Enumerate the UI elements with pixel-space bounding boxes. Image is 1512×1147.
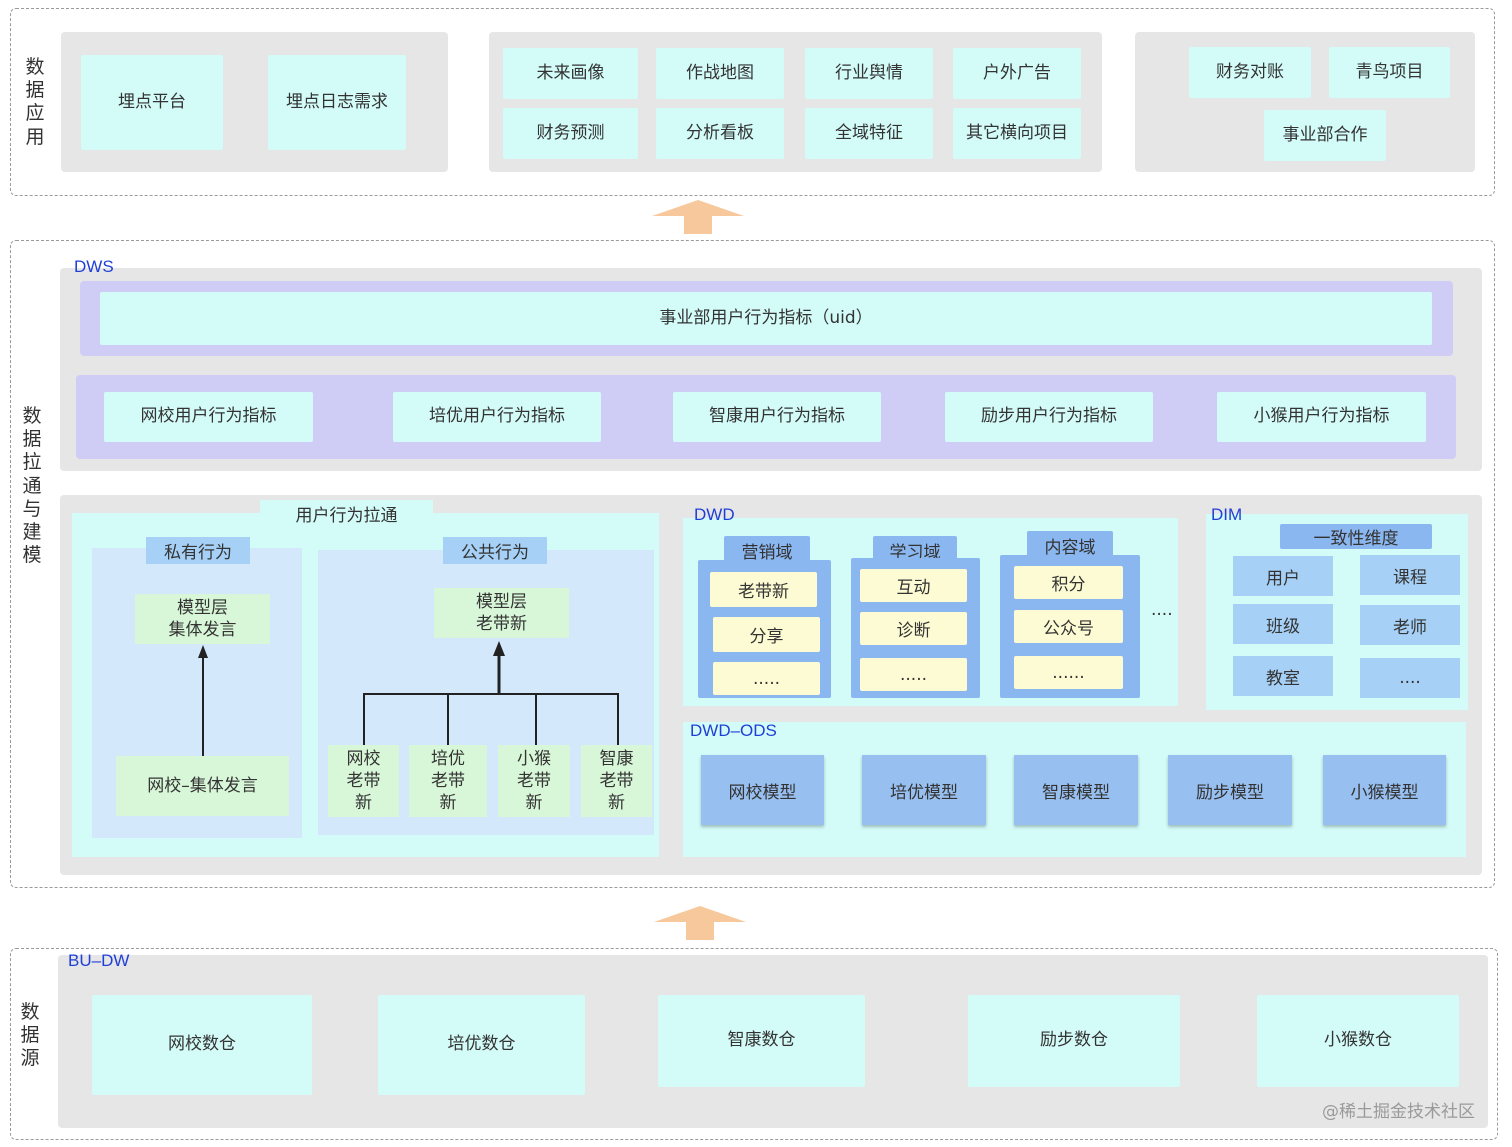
dwd-domain-item: ..... [713, 662, 820, 695]
source-layer-label: 数据源 [20, 1001, 40, 1070]
behavior-title: 用户行为拉通 [260, 500, 433, 526]
app-item: 其它横向项目 [953, 108, 1081, 159]
dws-metric: 网校用户行为指标 [104, 392, 313, 442]
dws-metric: 培优用户行为指标 [393, 392, 601, 442]
app-item: 财务对账 [1189, 47, 1311, 98]
private-behavior-title: 私有行为 [146, 537, 250, 564]
public-behavior-title: 公共行为 [443, 537, 547, 564]
public-model-node: 模型层 老带新 [434, 588, 569, 638]
dwd-domain-item: ..... [860, 658, 967, 691]
ods-model: 培优模型 [862, 755, 986, 825]
data-warehouse: 小猴数仓 [1257, 995, 1459, 1087]
app-item: 作战地图 [656, 48, 784, 99]
app-item: 青鸟项目 [1329, 47, 1450, 98]
public-source-node: 网校 老带 新 [328, 745, 399, 817]
dwd-domain-title: 营销域 [724, 536, 810, 564]
dwd-domain-item: 分享 [713, 617, 820, 652]
public-source-node: 小猴 老带 新 [498, 745, 570, 817]
dwd-domain-item: ...... [1014, 656, 1123, 689]
data-warehouse: 培优数仓 [378, 995, 585, 1095]
public-source-node: 智康 老带 新 [581, 745, 652, 817]
dim-item: 班级 [1233, 604, 1333, 644]
private-flow-arrow [198, 645, 208, 756]
private-source-node: 网校–集体发言 [116, 756, 289, 816]
ods-model: 网校模型 [701, 755, 824, 825]
app-item: 埋点日志需求 [268, 55, 406, 150]
dwd-domain-item: 诊断 [860, 612, 967, 645]
public-source-node: 培优 老带 新 [409, 745, 487, 817]
dim-tag: DIM [1211, 505, 1243, 524]
app-layer [10, 8, 1495, 196]
dws-tag: DWS [74, 257, 114, 276]
dim-title: 一致性维度 [1280, 524, 1432, 549]
app-item: 户外广告 [953, 48, 1081, 99]
app-item: 事业部合作 [1264, 110, 1386, 161]
dwd-domain-item: 互动 [860, 569, 967, 602]
ods-model: 励步模型 [1168, 755, 1292, 825]
app-layer-label: 数据应用 [25, 56, 45, 148]
dws-metric: 小猴用户行为指标 [1217, 392, 1426, 442]
app-item: 分析看板 [656, 108, 784, 159]
dim-item: 用户 [1233, 556, 1333, 596]
private-model-node: 模型层 集体发言 [135, 594, 270, 644]
dwd-domain-item: 公众号 [1014, 610, 1123, 643]
dwd-domain-title: 内容域 [1027, 531, 1113, 559]
ods-model: 智康模型 [1014, 755, 1138, 825]
dwd-tag: DWD [694, 505, 735, 524]
data-warehouse: 网校数仓 [92, 995, 312, 1095]
dws-metric: 智康用户行为指标 [673, 392, 881, 442]
ods-tag: DWD–ODS [690, 721, 777, 740]
up-arrow-icon [652, 200, 744, 234]
up-arrow-icon [654, 906, 746, 940]
app-item: 未来画像 [503, 48, 638, 99]
source-layer [10, 948, 1498, 1140]
model-layer-label: 数据拉通与建模 [22, 405, 42, 567]
bu-dw-tag: BU–DW [68, 951, 130, 970]
app-item: 埋点平台 [81, 55, 223, 150]
ods-model: 小猴模型 [1323, 755, 1446, 825]
public-flow-arrows [363, 641, 619, 746]
app-item: 全域特征 [805, 108, 933, 159]
dws-top-metric: 事业部用户行为指标（uid） [100, 292, 1432, 345]
dim-item: 课程 [1360, 555, 1460, 595]
dim-item: 教室 [1233, 656, 1333, 696]
dim-item: .... [1360, 658, 1460, 698]
dim-item: 老师 [1360, 605, 1460, 645]
app-item: 行业舆情 [805, 48, 933, 99]
dws-metric: 励步用户行为指标 [945, 392, 1153, 442]
model-layer [10, 240, 1495, 888]
data-warehouse: 励步数仓 [968, 995, 1180, 1087]
watermark: @稀土掘金技术社区 [1322, 1102, 1475, 1122]
dwd-domain-item: 积分 [1014, 566, 1123, 599]
dwd-more: .... [1151, 600, 1173, 620]
dwd-domain-item: 老带新 [710, 572, 817, 607]
app-item: 财务预测 [503, 108, 638, 159]
data-warehouse: 智康数仓 [658, 995, 865, 1087]
